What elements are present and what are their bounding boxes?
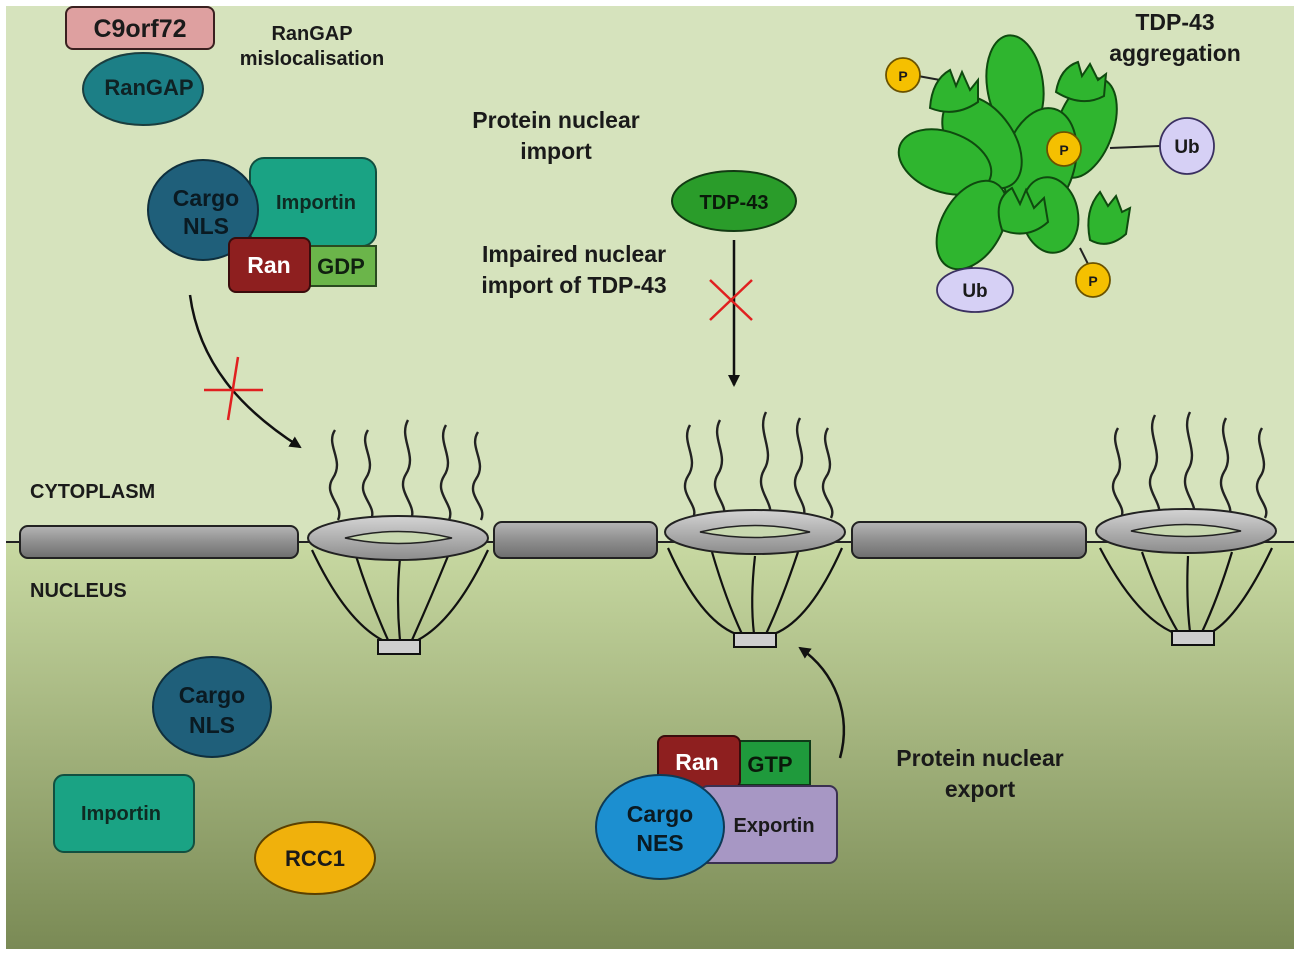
svg-text:P: P — [1059, 142, 1068, 158]
phospho-tag-2 — [1046, 131, 1082, 167]
nuclear-cargo-nls — [152, 656, 272, 758]
svg-text:Ub: Ub — [962, 281, 987, 302]
tdp43-label: TDP-43 — [700, 192, 769, 214]
rcc1-label: RCC1 — [285, 846, 345, 871]
nes-cargo-label: Cargo — [627, 801, 693, 827]
gdp-label: GDP — [317, 254, 365, 279]
nuclear-pore-2 — [664, 411, 846, 648]
export-arrow — [798, 646, 845, 759]
nuclear-pore-3 — [1095, 411, 1277, 646]
protein-import-line1: Protein nuclear — [472, 107, 639, 133]
ran-protein — [228, 237, 311, 293]
phospho-tags: P P P — [885, 57, 1111, 298]
aggregation-line2: aggregation — [1109, 40, 1241, 66]
membrane-segment-3 — [851, 521, 1087, 559]
nuclear-nls-label: NLS — [189, 712, 235, 738]
export-gtp-label: GTP — [747, 752, 792, 777]
c9orf72-label: C9orf72 — [93, 15, 186, 43]
nuclear-pore-1 — [307, 419, 489, 655]
blocked-import-arrow — [188, 294, 302, 449]
rcc1-protein — [254, 821, 376, 895]
nucleus-label: NUCLEUS — [30, 580, 127, 602]
cargo-label: Cargo — [173, 185, 239, 211]
tdp43-protein — [671, 170, 797, 232]
rangap-mislocalisation-line2: mislocalisation — [240, 48, 385, 70]
rangap-label: RanGAP — [104, 75, 193, 100]
ubiquitin-tag-2 — [936, 267, 1014, 313]
phospho-tag-1 — [885, 57, 921, 93]
ubiquitin-tag-1 — [1159, 117, 1215, 175]
rangap-protein — [82, 52, 204, 126]
blocked-import-cross — [204, 356, 263, 421]
protein-export-line1: Protein nuclear — [896, 745, 1063, 771]
ran-label: Ran — [247, 252, 290, 278]
c9orf72-protein — [65, 6, 215, 50]
impaired-import-line1: Impaired nuclear — [482, 241, 666, 267]
svg-text:P: P — [898, 68, 907, 84]
nuclear-importin-label: Importin — [81, 803, 161, 825]
ubiquitin-tags: Ub Ub — [936, 117, 1215, 313]
c9orf72-rangap-group: RanGAP C9orf72 — [65, 6, 215, 126]
impaired-import-line2: import of TDP-43 — [481, 272, 666, 298]
tdp43-blocked-cross — [709, 279, 753, 321]
nuclear-cargo-label: Cargo — [179, 682, 245, 708]
cargo-nls-protein — [147, 159, 259, 261]
protein-export-line2: export — [945, 776, 1016, 802]
importin-label: Importin — [276, 192, 356, 214]
cargo-nes-protein — [595, 774, 725, 880]
phospho-tag-3 — [1075, 262, 1111, 298]
nuclear-importin — [53, 774, 195, 853]
membrane-segment-2 — [493, 521, 658, 559]
nes-label: NES — [636, 830, 683, 856]
aggregation-line1: TDP-43 — [1135, 9, 1214, 35]
cytoplasm-label: CYTOPLASM — [30, 481, 155, 503]
exportin-label: Exportin — [733, 815, 814, 837]
export-ran-label: Ran — [675, 749, 718, 775]
rangap-mislocalisation-line1: RanGAP — [271, 23, 352, 45]
svg-text:Ub: Ub — [1174, 137, 1199, 158]
export-complex: GTP Ran Exportin Cargo NES — [595, 735, 838, 880]
svg-text:P: P — [1088, 273, 1097, 289]
export-gtp — [735, 740, 811, 786]
membrane-segment-1 — [19, 525, 299, 559]
nls-label: NLS — [183, 213, 229, 239]
protein-import-line2: import — [520, 138, 592, 164]
import-complex: Importin Cargo NLS GDP Ran — [147, 157, 377, 293]
